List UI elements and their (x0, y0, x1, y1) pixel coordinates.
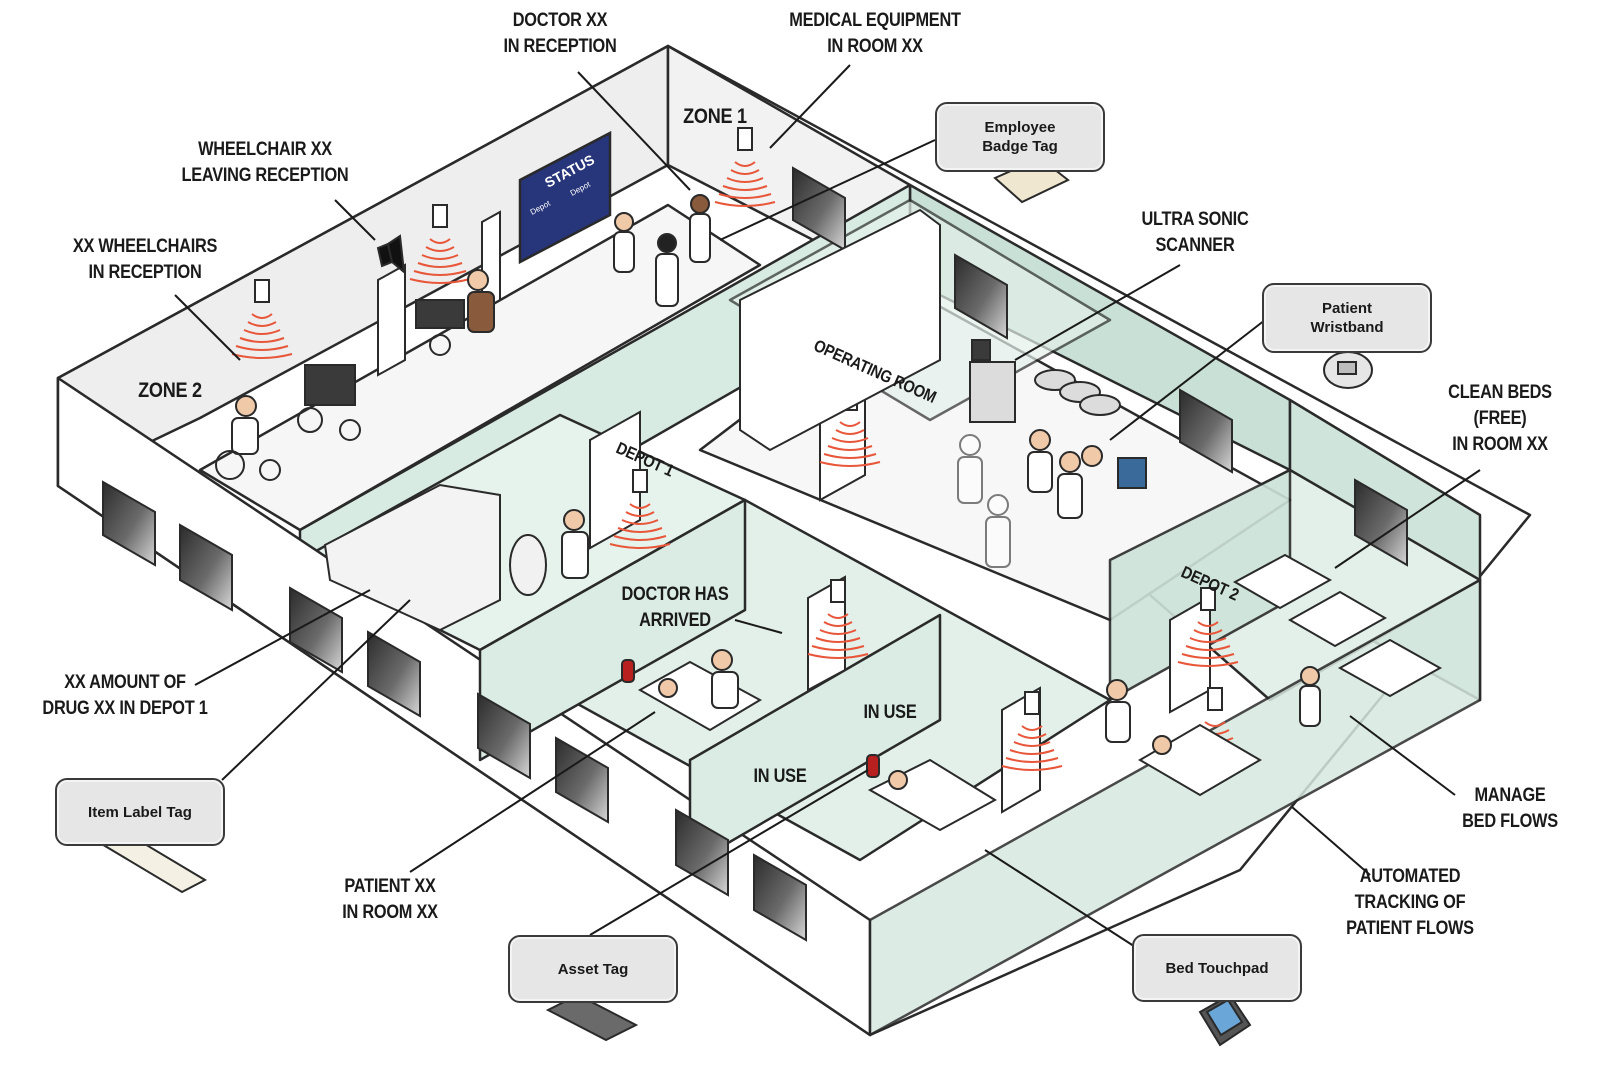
leader-doctor-arrived (734, 619, 783, 634)
manage-bed-label: MANAGE BED FLOWS (1462, 785, 1558, 832)
clean-bed-2 (1287, 590, 1388, 648)
touchpad-icon (1198, 993, 1252, 1047)
window-6 (555, 736, 609, 824)
leader-manage-beds (1349, 715, 1456, 796)
leader-clean-beds (1334, 469, 1481, 569)
ghost-staff-2 (985, 494, 1011, 568)
leader-wheelchair-leaving (334, 199, 376, 241)
wheelchair-porter (415, 269, 495, 356)
patient-room-label: PATIENT XX IN ROOM XX (342, 876, 438, 923)
doctor-reception-label: DOCTOR XX IN RECEPTION (503, 10, 617, 57)
front-right-wall (868, 578, 1482, 1037)
bed-staff (1299, 666, 1321, 727)
wheelchairs-reception-label: XX WHEELCHAIRS IN RECEPTION (72, 236, 218, 283)
reader-room-arrived-signal (807, 579, 869, 659)
depot1-shelving (323, 483, 501, 632)
window-11 (1179, 388, 1233, 474)
reception-door-1 (377, 263, 406, 377)
or-monitor (1117, 457, 1147, 489)
in-use-1-label: IN USE (863, 702, 917, 723)
leader-item-label (221, 599, 411, 781)
ghost-staff-1 (957, 434, 983, 504)
employee-badge-tag-box: Employee Badge Tag (935, 102, 1105, 172)
medical-equipment-label: MEDICAL EQUIPMENT IN ROOM XX (789, 10, 961, 57)
wheelchair-leaving-label: WHEELCHAIR XX LEAVING RECEPTION (181, 139, 349, 186)
wristband-icon (1323, 351, 1373, 389)
window-4 (367, 630, 421, 718)
empty-wheelchair (297, 364, 361, 441)
leader-automated (1291, 806, 1371, 876)
doctor-figure-2 (689, 194, 711, 263)
ultrasonic-label: ULTRA SONIC SCANNER (1141, 209, 1249, 256)
reader-depot1-signal (609, 469, 671, 549)
reader-room-2-signal (1001, 691, 1063, 771)
ultrasound-scanner (969, 339, 1016, 423)
leader-asset (589, 769, 869, 936)
patient-wristband-tag-box: Patient Wristband (1262, 283, 1432, 353)
bed-nurse (1105, 679, 1131, 743)
window-2 (179, 523, 233, 612)
leader-medical-equipment (769, 64, 851, 149)
in-use-2-label: IN USE (753, 766, 807, 787)
depot1-door (589, 410, 641, 550)
window-10 (954, 253, 1008, 340)
window-8 (753, 853, 807, 942)
clean-beds-label: CLEAN BEDS (FREE) IN ROOM XX (1448, 382, 1552, 455)
zone2-label: ZONE 2 (138, 379, 202, 402)
doctor-figure-1 (613, 212, 635, 273)
automated-tracking-label: AUTOMATED TRACKING OF PATIENT FLOWS (1346, 866, 1474, 939)
item-label-tag-box: Item Label Tag (55, 778, 225, 846)
surgeon-figure-2 (1057, 451, 1083, 519)
iv-drip-2 (866, 754, 880, 778)
zone1-label: ZONE 1 (683, 105, 747, 128)
clean-bed-3 (1337, 638, 1443, 698)
reception-floor (198, 203, 762, 532)
surgeon-figure-1 (1027, 429, 1053, 493)
patient-bed-3 (1138, 723, 1262, 797)
reader-depot2-signal (1177, 587, 1239, 667)
reader-zone2-signal (231, 279, 293, 359)
operating-lamps (1034, 369, 1121, 416)
patient-bed-1 (637, 660, 763, 732)
drug-depot-label: XX AMOUNT OF DRUG XX IN DEPOT 1 (42, 672, 208, 719)
leader-doctor-reception (577, 71, 691, 191)
leader-patient-room (409, 711, 656, 873)
reader-reception-door-signal (409, 204, 471, 284)
reader-zone1-signal (714, 127, 776, 207)
wheelchair-patient (215, 395, 281, 481)
window-1 (102, 480, 156, 567)
bed-touchpad-tag-box: Bed Touchpad (1132, 934, 1302, 1002)
leader-patient-wristband (1109, 319, 1266, 441)
window-3 (289, 586, 343, 674)
leader-ultrasonic (1014, 264, 1181, 361)
or-patient (1081, 445, 1103, 467)
visiting-doctor (711, 649, 739, 709)
patient-bed-2 (867, 758, 997, 832)
leader-bed-touchpad (984, 849, 1141, 951)
leader-wheelchairs-reception (174, 294, 241, 361)
speaker-icon (376, 234, 406, 275)
nurse-figure (561, 509, 589, 579)
asset-tag-box: Asset Tag (508, 935, 678, 1003)
doctor-arrived-label: DOCTOR HAS ARRIVED (621, 584, 729, 631)
leader-drug (194, 589, 371, 686)
supply-bag (509, 534, 547, 596)
window-5 (477, 692, 531, 780)
doctor-figure-3 (655, 233, 679, 307)
window-7 (675, 808, 729, 897)
iv-drip-1 (621, 659, 635, 683)
window-12 (1354, 478, 1408, 567)
clean-bed-1 (1232, 553, 1333, 610)
leader-employee-badge (719, 139, 936, 241)
operating-room-cabinets (739, 208, 941, 452)
